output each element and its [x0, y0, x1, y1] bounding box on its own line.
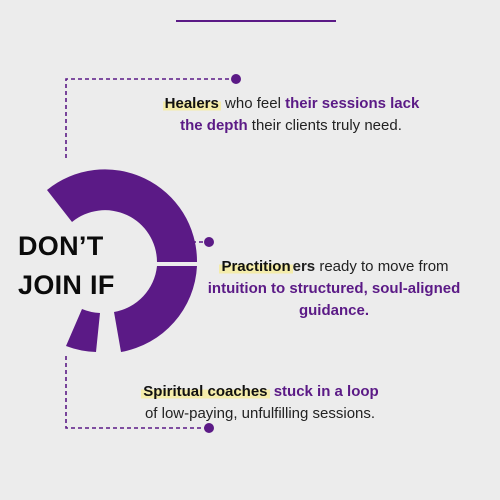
item-3-line-2: of low-paying, unfulfilling sessions.	[120, 403, 400, 425]
item-2-line-2: intuition to structured, soul-aligned	[186, 278, 482, 300]
connector-dot-middle	[204, 237, 214, 247]
bold-text: ers	[292, 258, 316, 275]
plain-text: ready to move from	[315, 258, 449, 275]
emphasis-text: stuck in a loop	[273, 383, 379, 400]
emphasis-text: intuition to structured, soul-aligned	[207, 280, 461, 297]
connector-dot-top	[231, 74, 241, 84]
connector-line-bottom	[65, 356, 209, 429]
list-item-spiritual-coaches: Spiritual coaches stuck in a loop of low…	[120, 381, 400, 425]
plain-text: of low-paying, unfulfilling sessions.	[144, 405, 376, 422]
heading-line-1: DON’T	[18, 231, 104, 261]
connector-line-top	[65, 78, 236, 160]
item-1-line-2: the depth their clients truly need.	[136, 115, 446, 137]
list-item-healers: Healers who feel their sessions lack the…	[136, 93, 446, 137]
highlight-text: Practition	[219, 258, 293, 275]
plain-text: who feel	[220, 95, 286, 112]
heading-line-2: JOIN IF	[18, 270, 115, 300]
emphasis-text: guidance.	[298, 302, 369, 319]
top-divider	[176, 20, 336, 22]
ring-segment-top	[47, 169, 198, 262]
highlight-text: Healers	[162, 95, 221, 112]
emphasis-text: the depth	[180, 117, 248, 134]
item-3-line-1: Spiritual coaches stuck in a loop	[120, 381, 400, 403]
item-1-line-1: Healers who feel their sessions lack	[136, 93, 446, 115]
plain-text: their clients truly need.	[247, 117, 402, 134]
connector-dot-bottom	[204, 423, 214, 433]
ring-segment-bottom	[66, 309, 100, 352]
item-2-line-3: guidance.	[186, 300, 482, 322]
emphasis-text: their sessions lack	[285, 95, 420, 112]
ring-segment-right	[114, 266, 197, 352]
highlight-text: Spiritual coaches	[141, 383, 270, 400]
